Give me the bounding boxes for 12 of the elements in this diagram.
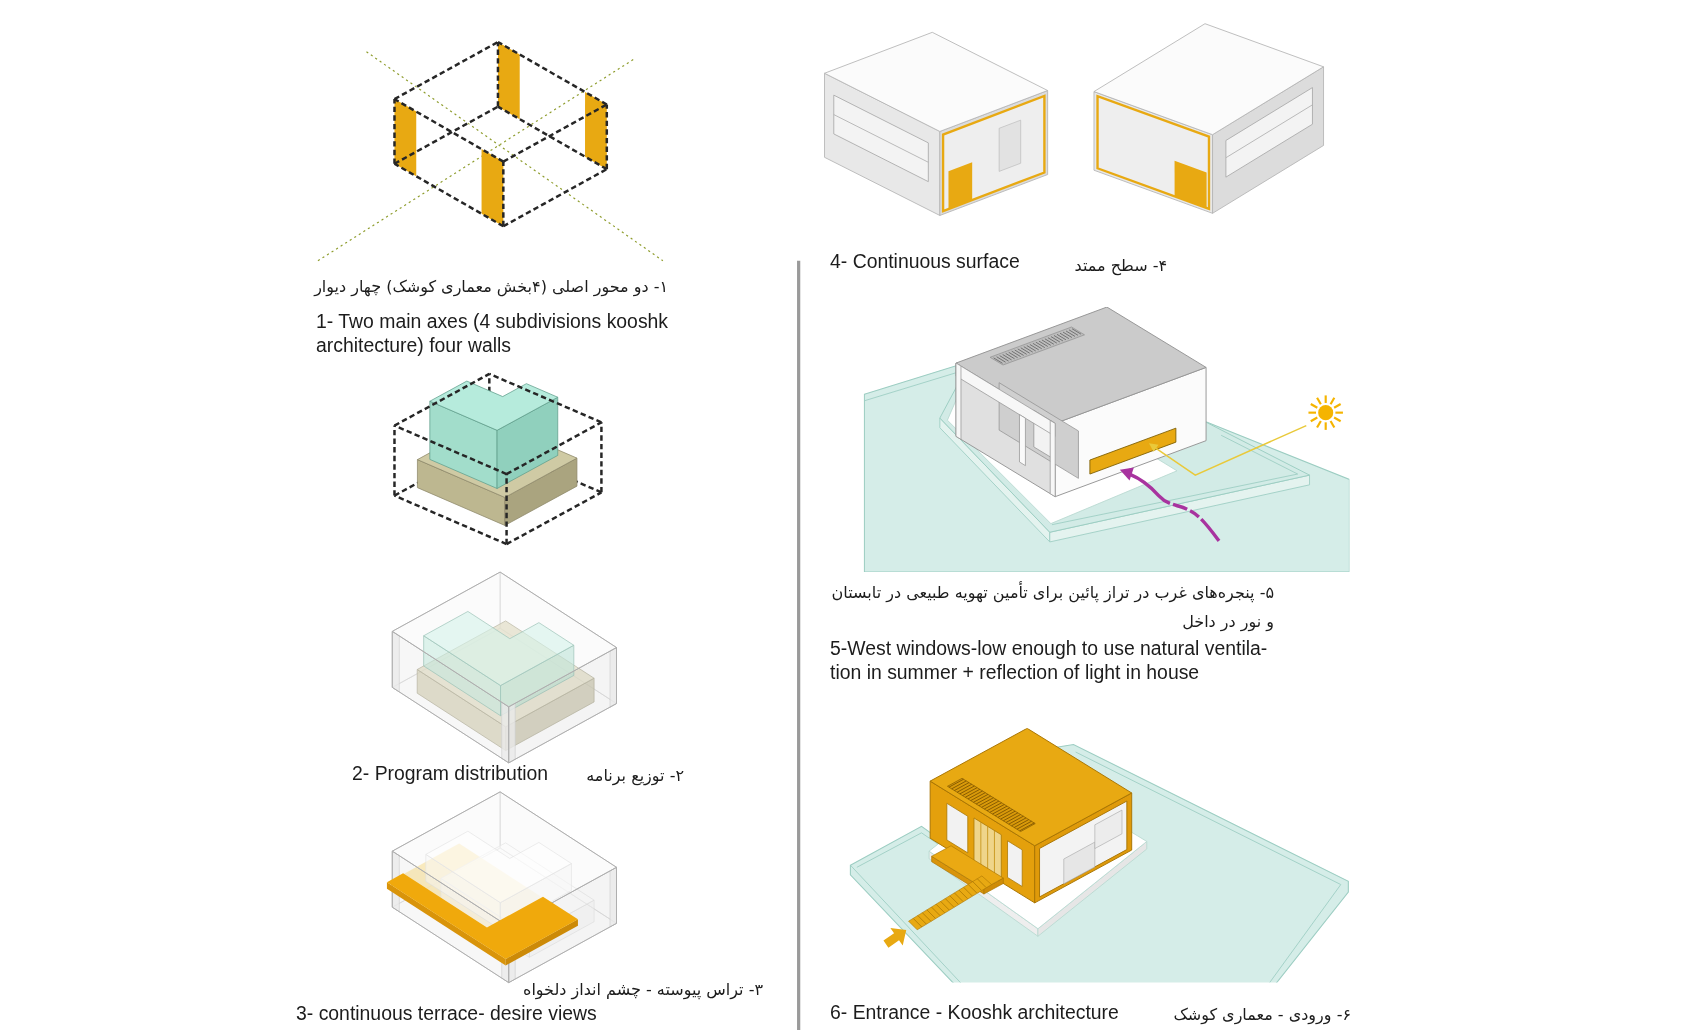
caption: ۵- پنجره‌های غرب در تراز پائین برای تأمین تهویه طبیعی در تابستان و نور در داخل bbox=[830, 580, 1274, 634]
caption: 2- Program distribution bbox=[352, 762, 549, 786]
caption: ۳- تراس پیوسته - چشم انداز دلخواه bbox=[523, 979, 763, 1002]
caption: 5-West windows-low enough to use natural ventila- tion in summer + reflection of light in house bbox=[830, 637, 1269, 685]
caption: 6- Entrance - Kooshk architecture bbox=[830, 1001, 1119, 1025]
caption: ۲- توزیع برنامه bbox=[586, 765, 684, 788]
caption: 3- continuous terrace- desire views bbox=[296, 1002, 597, 1026]
caption: ۴- سطح ممتد bbox=[1074, 255, 1167, 278]
caption: ۶- ورودی - معماری کوشک bbox=[1173, 1004, 1351, 1027]
caption: 4- Continuous surface bbox=[830, 250, 1020, 274]
caption: 1- Two main axes (4 subdivisions kooshk architecture) four walls bbox=[316, 310, 670, 358]
caption: ۱- دو محور اصلی (۴بخش معماری کوشک) چهار دیوار bbox=[314, 276, 668, 299]
